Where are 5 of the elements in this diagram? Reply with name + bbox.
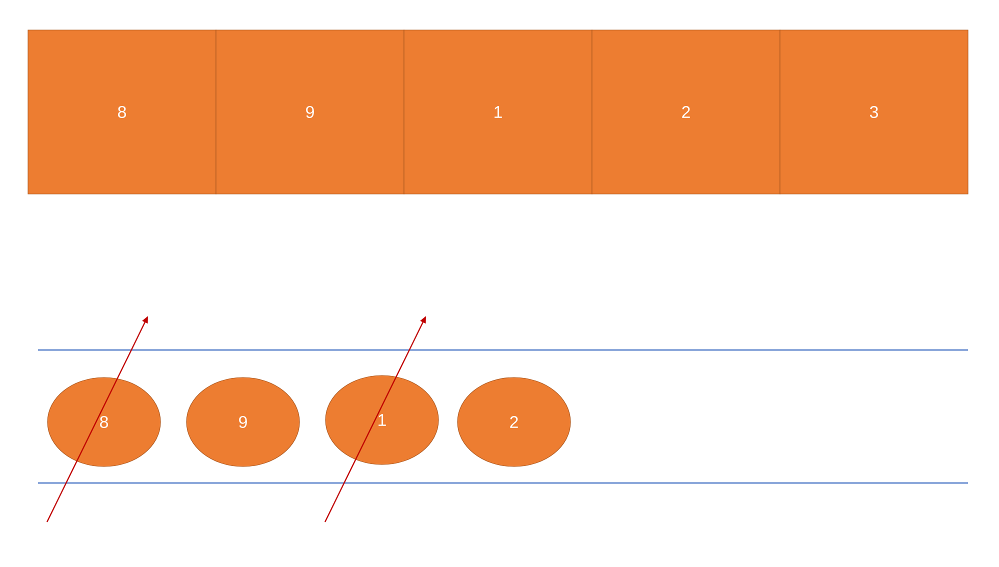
number-box: 9 xyxy=(216,30,404,194)
number-box: 3 xyxy=(780,30,968,194)
number-box: 2 xyxy=(592,30,780,194)
number-box: 8 xyxy=(28,30,216,194)
number-box: 1 xyxy=(404,30,592,194)
